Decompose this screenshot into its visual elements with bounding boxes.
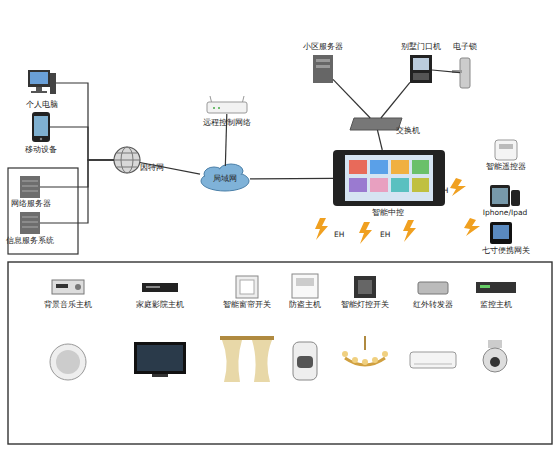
network-link <box>40 160 114 223</box>
tv-icon <box>134 342 186 377</box>
dvr-icon <box>476 282 516 293</box>
network-link <box>40 160 114 187</box>
device-label: 智能遥控器 <box>473 162 539 171</box>
device-node: 背景音乐主机 <box>53 278 83 296</box>
tablet-icon <box>490 185 520 207</box>
device-node: 小区服务器 <box>313 55 333 83</box>
router-icon <box>207 96 247 113</box>
ac-icon <box>410 352 456 368</box>
sensor-icon <box>293 342 317 380</box>
device-node: Iphone/Ipad <box>490 185 520 207</box>
device-node: 智能窗帘开关 <box>232 278 262 296</box>
device-label: 信息服务系统 <box>4 236 56 245</box>
door-unit-icon <box>410 55 432 83</box>
device-node: 红外转发器 <box>418 278 448 296</box>
device-label: 红外转发器 <box>403 300 463 309</box>
wireless-label: EH <box>380 230 390 239</box>
device-node: 因特网 <box>114 147 140 173</box>
network-link <box>377 130 382 150</box>
device-label: 背景音乐主机 <box>38 300 98 309</box>
device-label: 局域网 <box>200 174 250 183</box>
network-link <box>56 83 114 160</box>
mobile-icon <box>32 112 50 142</box>
device-label: 交换机 <box>396 126 430 135</box>
switch-icon <box>350 118 402 130</box>
device-label: 智能中控 <box>363 208 413 217</box>
device-label: 家庭影院主机 <box>130 300 190 309</box>
device-node: 家庭影院主机 <box>145 278 175 296</box>
wireless-bolt <box>315 178 480 244</box>
light-switch-icon <box>354 276 376 298</box>
device-label: 监控主机 <box>466 300 526 309</box>
device-label: 防盗主机 <box>275 300 335 309</box>
device-node: 个人电脑 <box>28 70 56 96</box>
device-node: 远程控制网络 <box>207 100 247 114</box>
device-node: 智能中控 <box>333 150 445 206</box>
wireless-label: EH <box>334 230 344 239</box>
chandelier-icon <box>342 336 388 365</box>
device-node: 别墅门口机 <box>410 55 432 83</box>
device-label: 小区服务器 <box>295 42 351 51</box>
panel-icon <box>333 150 445 206</box>
gateway-icon <box>490 222 512 244</box>
device-label: 智能灯控开关 <box>335 300 395 309</box>
cloud-icon <box>201 164 249 191</box>
device-node: 电子锁 <box>460 58 470 88</box>
device-node: 交换机 <box>350 118 402 130</box>
wireless-label: EH <box>438 186 448 195</box>
player-icon <box>142 283 178 292</box>
device-label: 电子锁 <box>442 42 488 51</box>
network-link <box>250 178 333 180</box>
lock-icon <box>452 58 470 88</box>
device-label: 移动设备 <box>16 145 66 154</box>
device-node: 智能遥控器 <box>495 140 517 160</box>
camera-icon <box>483 340 507 372</box>
alarm-icon <box>292 274 318 298</box>
server-icon <box>313 55 333 83</box>
globe-icon <box>114 147 140 173</box>
pc-icon <box>28 70 56 94</box>
network-link <box>381 82 410 118</box>
device-label: 别墅门口机 <box>390 42 452 51</box>
network-link <box>432 70 460 73</box>
device-node: 智能灯控开关 <box>350 278 380 296</box>
device-label: Iphone/Ipad <box>480 208 530 217</box>
device-label: 个人电脑 <box>16 100 68 109</box>
ir-icon <box>418 282 448 294</box>
curtain-icon <box>220 336 274 382</box>
speaker-icon <box>50 344 86 380</box>
network-link <box>333 79 370 118</box>
device-label: 因特网 <box>140 163 174 172</box>
device-node: 七寸便携网关 <box>490 222 512 244</box>
device-node: 局域网 <box>200 166 250 192</box>
device-node: 信息服务系统 <box>20 212 40 234</box>
device-node: 移动设备 <box>32 112 50 142</box>
network-link <box>140 163 200 175</box>
device-label: 远程控制网络 <box>197 118 257 127</box>
network-link <box>50 127 114 160</box>
device-label: 智能窗帘开关 <box>217 300 277 309</box>
device-node: 网络服务器 <box>20 176 40 198</box>
device-label: 网络服务器 <box>8 199 54 208</box>
remote-icon <box>495 140 517 160</box>
amplifier-icon <box>52 280 84 294</box>
device-node: 防盗主机 <box>290 278 320 296</box>
device-frame <box>8 262 552 444</box>
wall-switch-icon <box>236 276 258 298</box>
device-label: 七寸便携网关 <box>476 246 536 255</box>
device-node: 监控主机 <box>481 278 511 296</box>
